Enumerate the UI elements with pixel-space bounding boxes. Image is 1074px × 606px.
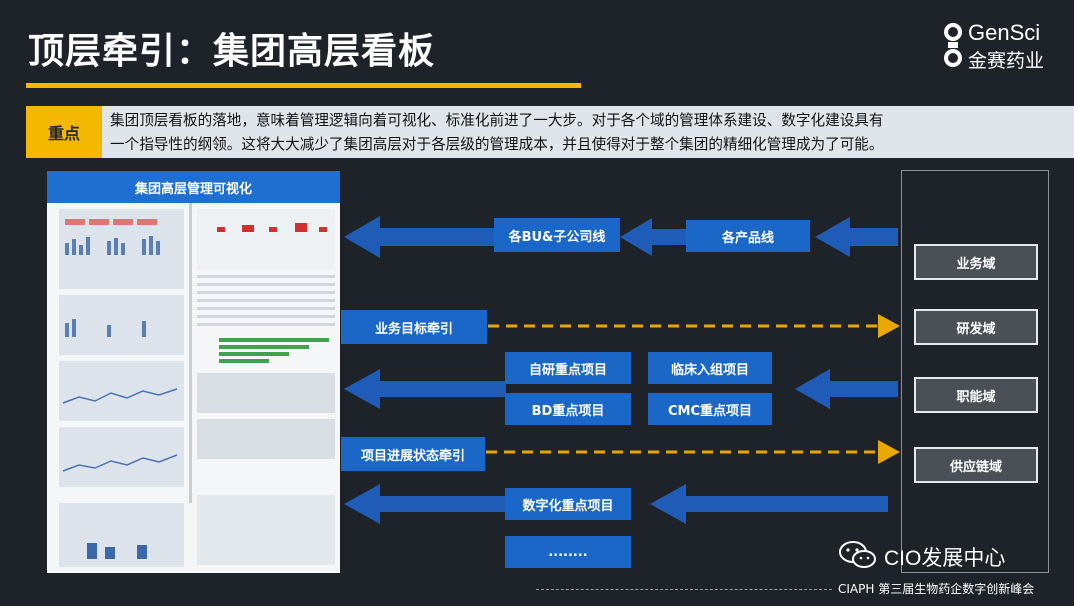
dashboard-header: 集团高层管理可视化 [47, 171, 340, 203]
domain-frame [901, 170, 1049, 573]
domain-rnd: 研发域 [914, 309, 1038, 345]
keypoint-badge: 重点 [26, 106, 102, 158]
logo-english: GenSci [968, 20, 1041, 45]
dashboard-thumbnail-image [47, 203, 340, 573]
wechat-icon [839, 541, 876, 568]
bu-subsidiary-line-box: 各BU&子公司线 [494, 218, 620, 252]
footer-divider [536, 589, 832, 590]
wechat-watermark: CIO发展中心 [838, 538, 1058, 574]
keypoint-text: 集团顶层看板的落地，意味着管理逻辑向着可视化、标准化前进了一大步。对于各个域的管… [102, 106, 1074, 158]
logo-chinese: 金赛药业 [968, 50, 1045, 72]
business-target-box: 业务目标牵引 [341, 310, 487, 344]
cmc-project-box: CMC重点项目 [648, 393, 772, 425]
page-title: 顶层牵引：集团高层看板 [28, 31, 436, 72]
footer-text: CIAPH 第三届生物药企数字创新峰会 [838, 582, 1035, 596]
self-research-project-box: 自研重点项目 [505, 352, 631, 384]
arrow-left-icon [815, 217, 898, 257]
arrow-left-icon [620, 218, 688, 256]
arrow-left-icon [650, 484, 888, 524]
clinical-enrollment-box: 临床入组项目 [648, 352, 772, 384]
watermark-text: CIO发展中心 [884, 547, 1006, 570]
keypoint-banner: 重点 集团顶层看板的落地，意味着管理逻辑向着可视化、标准化前进了一大步。对于各个… [26, 106, 1074, 158]
arrow-left-icon [344, 369, 506, 409]
gensci-logo-mark-icon [944, 23, 962, 67]
keypoint-line-1: 集团顶层看板的落地，意味着管理逻辑向着可视化、标准化前进了一大步。对于各个域的管… [110, 112, 884, 129]
arrow-left-icon [795, 369, 898, 409]
arrow-left-icon [344, 484, 506, 524]
dashboard-screenshot: 集团高层管理可视化 [47, 171, 340, 573]
gensci-logo: GenSci 金赛药业 [942, 18, 1062, 74]
ellipsis-box: ........ [505, 536, 631, 568]
domain-supply-chain: 供应链域 [914, 447, 1038, 483]
digital-project-box: 数字化重点项目 [505, 488, 631, 520]
project-status-box: 项目进展状态牵引 [341, 437, 485, 471]
arrow-left-icon [344, 216, 494, 258]
title-underline [26, 83, 581, 88]
arrow-right-icon [878, 314, 900, 338]
domain-function: 职能域 [914, 377, 1038, 413]
bd-project-box: BD重点项目 [505, 393, 631, 425]
domain-business: 业务域 [914, 244, 1038, 280]
arrow-right-icon [878, 440, 900, 464]
product-line-box: 各产品线 [686, 220, 810, 252]
keypoint-line-2: 一个指导性的纲领。这将大大减少了集团高层对于各层级的管理成本，并且使得对于整个集… [110, 136, 884, 153]
